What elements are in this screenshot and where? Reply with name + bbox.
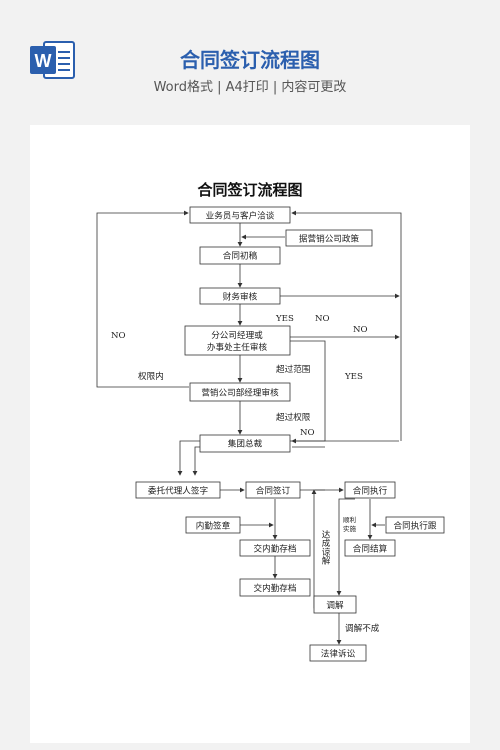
svg-text:财务审核: 财务审核 [223, 291, 258, 303]
svg-text:交内勤存档: 交内勤存档 [254, 582, 297, 594]
flow-node-n3: 合同初稿 [199, 246, 281, 265]
svg-text:业务员与客户洽谈: 业务员与客户洽谈 [206, 210, 275, 222]
flow-node-n16: 调解 [313, 595, 357, 614]
svg-text:合同结算: 合同结算 [353, 543, 388, 555]
flow-node-n10: 合同执行 [344, 481, 396, 499]
label-no-2: NO [353, 325, 368, 335]
label-smooth-a: 顺利 [343, 515, 356, 524]
flow-node-n5: 分公司经理或 办事处主任审核 [184, 325, 291, 356]
svg-text:据营销公司政策: 据营销公司政策 [299, 233, 360, 245]
label-beyond-range: 超过范围 [276, 363, 310, 375]
svg-text:合同签订: 合同签订 [256, 485, 291, 497]
svg-text:委托代理人签字: 委托代理人签字 [148, 485, 208, 497]
flow-connectors [96, 210, 402, 645]
svg-text:内勤签章: 内勤签章 [196, 520, 231, 532]
label-beyond-auth: 超过权限 [276, 411, 311, 423]
label-within: 权限内 [138, 370, 164, 382]
svg-text:法律诉讼: 法律诉讼 [321, 648, 356, 660]
label-no-1: NO [315, 314, 330, 324]
svg-text:营销公司部经理审核: 营销公司部经理审核 [201, 387, 279, 399]
flow-node-n8: 委托代理人签字 [135, 481, 221, 499]
flow-node-n13: 交内勤存档 [239, 578, 311, 597]
svg-text:合同初稿: 合同初稿 [223, 250, 258, 262]
svg-text:交内勤存档: 交内勤存档 [254, 543, 297, 555]
label-no-left: NO [111, 331, 126, 341]
document-page: 合同签订流程图 [30, 125, 470, 743]
page-title: 合同签订流程图 [180, 48, 320, 72]
label-smooth-b: 实施 [343, 524, 357, 533]
flow-node-n12: 交内勤存档 [239, 539, 311, 557]
word-icon-letter: W [35, 51, 52, 71]
svg-text:分公司经理或: 分公司经理或 [211, 329, 263, 341]
label-reached: 达成谅解 [320, 529, 330, 566]
flow-node-n1: 业务员与客户洽谈 [189, 206, 291, 224]
svg-text:合同执行跟: 合同执行跟 [394, 520, 437, 532]
flow-node-n2: 据营销公司政策 [285, 229, 373, 247]
flow-node-n15: 合同结算 [344, 539, 396, 557]
flow-node-n4: 财务审核 [199, 287, 281, 305]
svg-text:调解: 调解 [326, 599, 344, 611]
word-doc-icon: W [30, 41, 75, 79]
svg-text:办事处主任审核: 办事处主任审核 [207, 341, 268, 353]
flowchart: 业务员与客户洽谈 据营销公司政策 合同初稿 财务审核 分公司经理或 办事处主任审… [96, 206, 445, 662]
flow-node-n9: 合同签订 [245, 481, 301, 499]
header: W 合同签订流程图 Word格式 | A4打印 | 内容可更改 [0, 0, 500, 110]
label-yes-1: YES [275, 314, 294, 324]
flow-node-n6: 营销公司部经理审核 [189, 382, 291, 402]
page-subtitle: Word格式 | A4打印 | 内容可更改 [153, 80, 347, 95]
svg-text:集团总裁: 集团总裁 [228, 438, 263, 450]
svg-text:合同执行: 合同执行 [353, 485, 388, 497]
flow-node-n7: 集团总裁 [199, 434, 291, 453]
label-no-3: NO [300, 428, 315, 438]
label-mediate-fail: 调解不成 [345, 622, 380, 634]
flow-node-n11: 内勤签章 [185, 516, 241, 534]
flow-node-n17: 法律诉讼 [309, 644, 367, 662]
label-yes-2: YES [344, 372, 363, 382]
flowchart-title: 合同签订流程图 [197, 181, 303, 199]
flow-node-n14: 合同执行跟 [385, 516, 445, 534]
